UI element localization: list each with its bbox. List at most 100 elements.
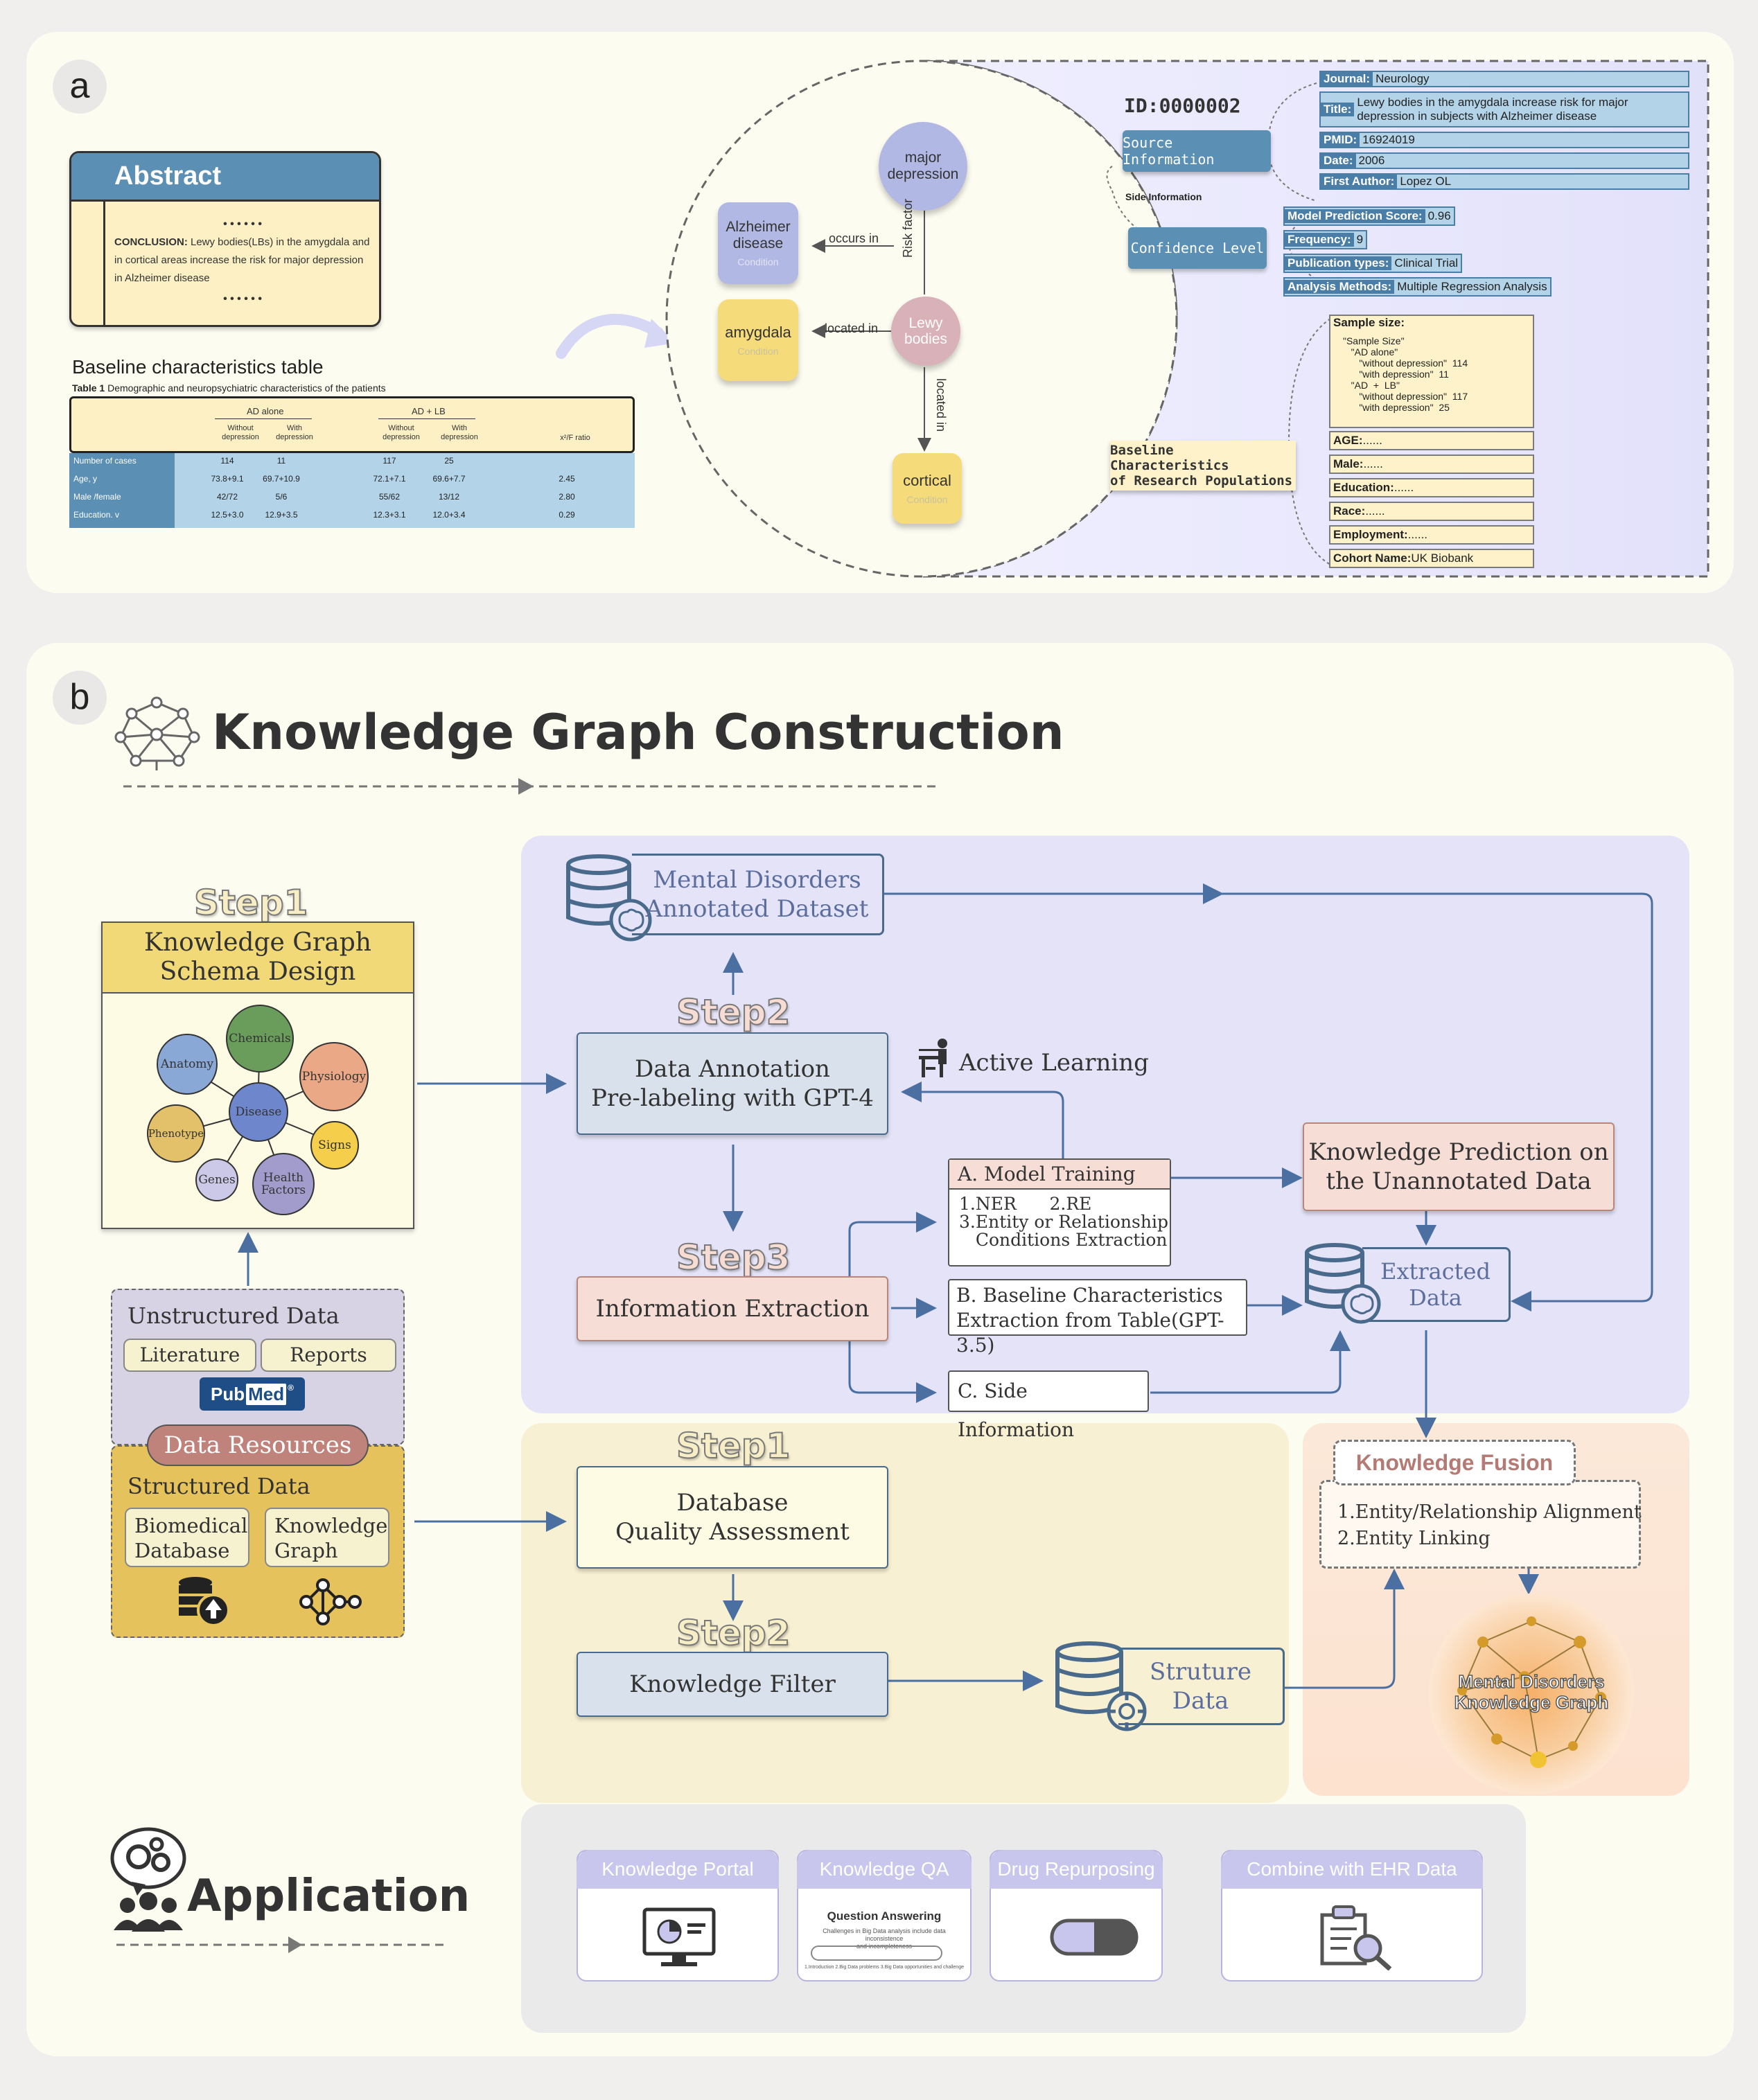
table-cell: 25 xyxy=(444,456,454,466)
baseline-table: AD alone AD + LB Without depression With… xyxy=(69,396,635,528)
table-cell: 0.29 xyxy=(559,510,575,520)
conclusion-label: CONCLUSION: xyxy=(114,236,188,248)
field-key: Analysis Methods: xyxy=(1285,280,1395,294)
field-key: Male: xyxy=(1333,457,1364,470)
node-alzheimer: Alzheimer disease Condition xyxy=(718,202,798,284)
panel-b-letter: b xyxy=(53,671,107,725)
side-information-box: C. Side Information xyxy=(948,1370,1149,1441)
rel-occurs-in: occurs in xyxy=(829,231,879,245)
knowledge-prediction-box: Knowledge Prediction on the Unannotated … xyxy=(1303,1122,1615,1211)
model-training-items: 1.NER 2.RE 3.Entity or Relationship Cond… xyxy=(959,1194,1168,1250)
graph-network-icon xyxy=(299,1578,362,1625)
knowledge-filter-label: Knowledge Filter xyxy=(629,1670,836,1698)
literature-chip: Literature xyxy=(123,1339,256,1372)
field-key: Cohort Name: xyxy=(1333,552,1412,565)
sample-size-label: Sample size: xyxy=(1333,316,1405,329)
schema-node-signs: Signs xyxy=(310,1121,359,1170)
table-cell: 117 xyxy=(383,456,396,466)
knowledge-fusion-badge: Knowledge Fusion xyxy=(1333,1440,1576,1485)
app-tab-ehr[interactable]: Combine with EHR Data xyxy=(1221,1850,1483,1889)
field-value: 0.96 xyxy=(1427,209,1451,222)
extracted-data-box: Extracted Data xyxy=(1362,1247,1511,1322)
schema-node-phenotype: Phenotype xyxy=(147,1104,205,1163)
upper-step2-label: Step2 xyxy=(676,991,791,1033)
app-tab-knowledge-portal[interactable]: Knowledge Portal xyxy=(577,1850,779,1889)
node-cortical: cortical Condition xyxy=(893,453,962,524)
panel-a-letter: a xyxy=(53,60,107,114)
app-tab-knowledge-qa[interactable]: Knowledge QA xyxy=(797,1850,972,1889)
node-amygdala-label: amygdala xyxy=(725,324,791,341)
node-alzheimer-label: Alzheimer disease xyxy=(726,219,791,252)
sample-size-box: Sample size: "Sample Size" "AD alone" "w… xyxy=(1329,315,1534,428)
confidence-field: Publication types:Clinical Trial xyxy=(1283,254,1463,273)
field-value: 2006 xyxy=(1358,154,1385,167)
schema-header: Knowledge Graph Schema Design xyxy=(103,923,413,994)
schema-node-disease: Disease xyxy=(229,1082,288,1142)
table-caption-text: Demographic and neuropsychiatric charact… xyxy=(105,382,386,394)
baseline-field: Male:...... xyxy=(1329,455,1534,474)
abstract-title: Abstract xyxy=(114,161,222,191)
field-key: Model Prediction Score: xyxy=(1285,209,1425,223)
baseline-field: Employment:...... xyxy=(1329,525,1534,545)
abstract-body: • • • • • • CONCLUSION: Lewy bodies(LBs)… xyxy=(114,215,371,308)
table-row-label: Education. v xyxy=(73,510,120,520)
app-tab-drug-repurposing[interactable]: Drug Repurposing xyxy=(990,1850,1163,1889)
application-title: Application xyxy=(187,1871,471,1922)
table-cell: 2.45 xyxy=(559,474,575,484)
data-annotation-label: Data Annotation Pre-labeling with GPT-4 xyxy=(591,1055,874,1112)
table-cell: 11 xyxy=(276,456,286,466)
field-value: ...... xyxy=(1363,457,1383,470)
extracted-data-label: Extracted Data xyxy=(1380,1258,1491,1311)
knowledge-graph-chip: Knowledge Graph xyxy=(265,1508,389,1567)
field-key: Date: xyxy=(1321,154,1356,168)
schema-node-anatomy: Anatomy xyxy=(157,1034,218,1095)
sub-header-1: Without depression xyxy=(222,424,259,441)
node-major-depression-label: major depression xyxy=(887,150,959,182)
panel-b-title: Knowledge Graph Construction xyxy=(212,704,1064,761)
source-field: Journal:Neurology xyxy=(1319,71,1689,87)
record-id: ID:0000002 xyxy=(1124,94,1241,117)
baseline-characteristics-button: Baseline Characteristics of Research Pop… xyxy=(1110,441,1296,491)
table-header-band xyxy=(69,396,635,453)
node-amygdala-type: Condition xyxy=(737,346,779,357)
abstract-card: Abstract • • • • • • CONCLUSION: Lewy bo… xyxy=(69,151,381,327)
table-cell: 5/6 xyxy=(275,492,288,502)
schema-node-physiology: Physiology xyxy=(299,1042,369,1111)
field-value: Multiple Regression Analysis xyxy=(1397,280,1547,293)
table-cell: 69.6+7.7 xyxy=(432,474,466,484)
group-ad-lb-rule xyxy=(378,418,475,419)
model-training-title: A. Model Training xyxy=(949,1160,1170,1190)
pill-icon xyxy=(1050,1918,1139,1956)
fusion-items-box xyxy=(1319,1480,1641,1569)
rel-located-in-left: located in xyxy=(825,321,879,335)
knowledge-prediction-label: Knowledge Prediction on the Unannotated … xyxy=(1308,1138,1609,1195)
step3-label: Step3 xyxy=(676,1237,791,1278)
node-lewy-bodies-label: Lewy bodies xyxy=(904,315,947,347)
structured-title: Structured Data xyxy=(128,1473,310,1499)
field-key: Title: xyxy=(1321,103,1355,116)
pubmed-pub: Pub xyxy=(211,1383,245,1404)
annotated-dataset-box: Mental Disorders Annotated Dataset xyxy=(632,854,884,935)
application-icon xyxy=(110,1827,186,1932)
monitor-chart-icon xyxy=(642,1907,716,1966)
node-alzheimer-type: Condition xyxy=(737,256,779,267)
table-caption: Table 1 Demographic and neuropsychiatric… xyxy=(72,382,386,394)
kg-result-network xyxy=(1457,1616,1606,1768)
sample-size-text: "Sample Size" "AD alone" "without depres… xyxy=(1343,335,1468,413)
extracted-db-icon xyxy=(1305,1243,1381,1324)
information-extraction-label: Information Extraction xyxy=(595,1295,870,1323)
abstract-left-stripe xyxy=(103,202,105,325)
sub-header-4: With depression xyxy=(441,424,478,441)
group-ad-alone-rule xyxy=(215,418,312,419)
field-value: ...... xyxy=(1394,481,1414,494)
baseline-field: Cohort Name:UK Biobank xyxy=(1329,549,1534,568)
node-cortical-label: cortical xyxy=(903,472,951,489)
group-ad-alone: AD alone xyxy=(247,406,284,416)
field-value: Clinical Trial xyxy=(1394,256,1459,270)
schema-node-health-factors: Health Factors xyxy=(252,1153,315,1215)
teacher-icon xyxy=(919,1039,947,1077)
field-value: ...... xyxy=(1365,504,1385,518)
field-value: 9 xyxy=(1356,233,1364,246)
abstract-conclusion: CONCLUSION: Lewy bodies(LBs) in the amyg… xyxy=(114,233,371,288)
